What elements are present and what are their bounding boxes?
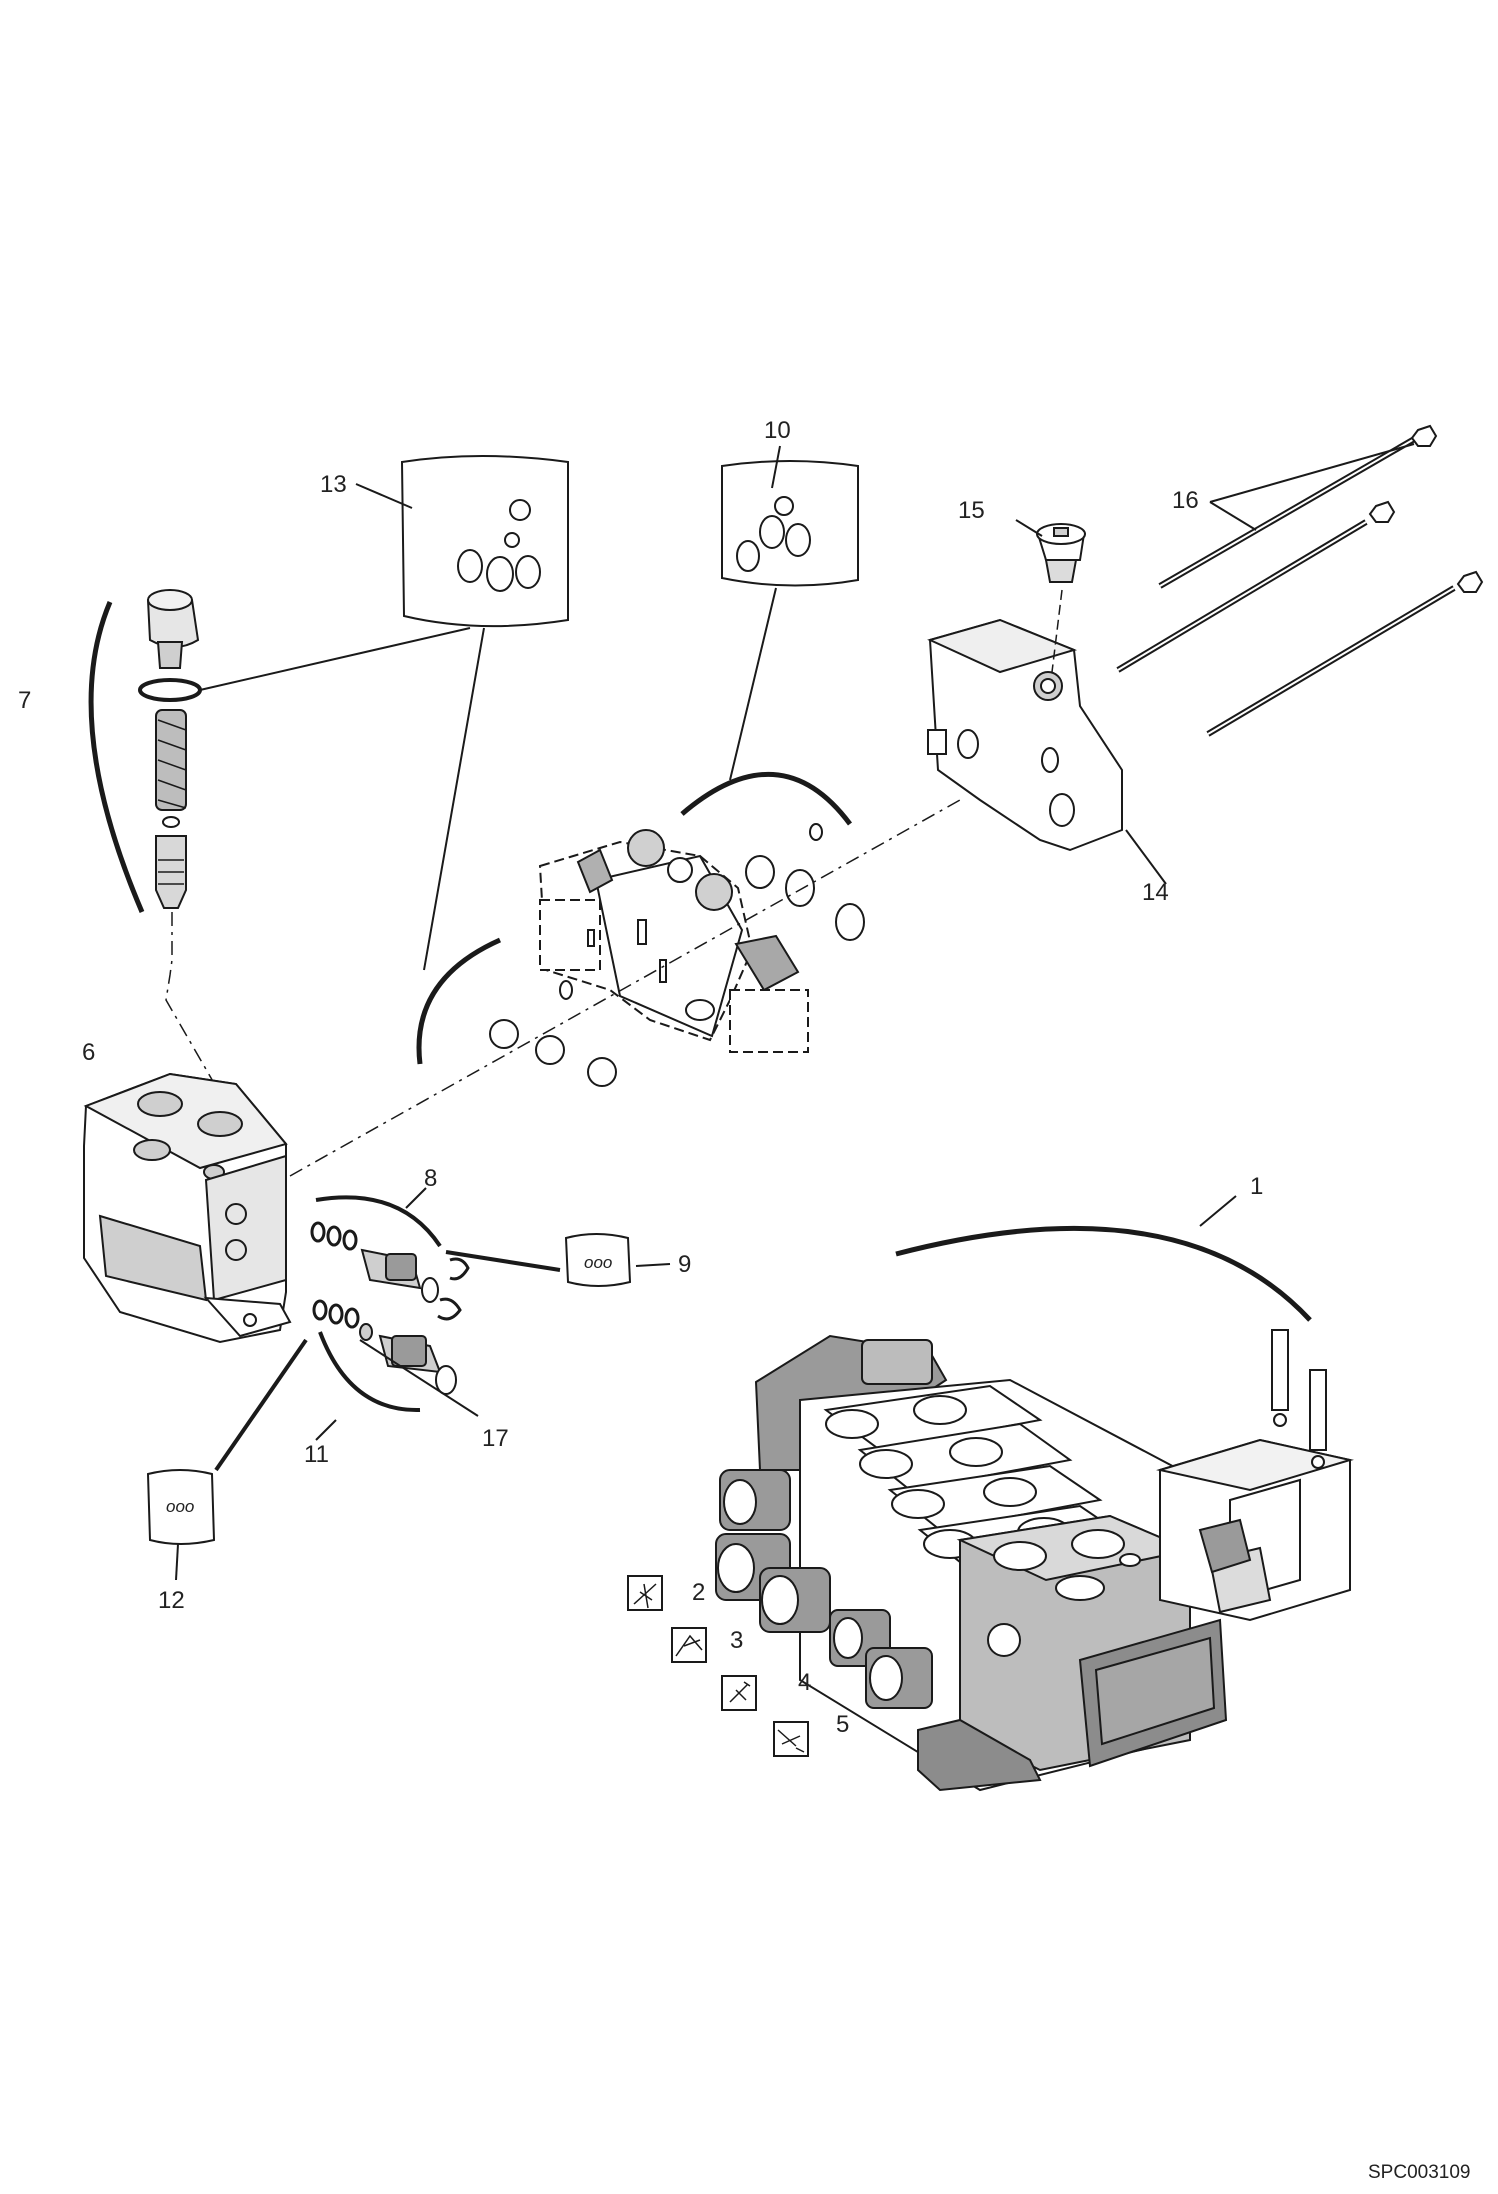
kit-bag-label-9: ooo [584, 1253, 612, 1272]
bracket-arc-10 [680, 771, 853, 826]
bracket-arc-8 [315, 1195, 442, 1248]
leader-13-to-arc [423, 627, 485, 971]
relief-valve-8 [360, 1248, 439, 1303]
end-cover-14 [927, 618, 1123, 852]
callout-labels: 1 2 3 4 5 6 7 8 9 10 11 12 13 14 15 16 1… [18, 417, 1263, 1738]
function-symbol-2 [627, 1575, 663, 1611]
relief-valve-17 [359, 1323, 457, 1395]
function-symbol-3 [671, 1627, 707, 1663]
leader-13-to-oring [199, 627, 471, 691]
seal-kit-bag-13 [400, 455, 569, 628]
leader-16-a [1209, 443, 1415, 503]
dash-line-15 [1051, 589, 1063, 673]
function-symbol-5 [773, 1721, 809, 1757]
bracket-arc-7 [88, 601, 145, 913]
tie-rods-16 [1116, 424, 1484, 737]
seal-rings-center [489, 823, 865, 1087]
callout-12: 12 [158, 1587, 185, 1614]
leader-8 [405, 1187, 427, 1209]
retaining-clip-8 [437, 1257, 470, 1321]
valve-assembly-1 [715, 1329, 1354, 1792]
leader-9 [635, 1263, 671, 1267]
inlet-section-6 [83, 1072, 292, 1344]
function-symbol-4 [721, 1675, 757, 1711]
callout-1: 1 [1250, 1173, 1263, 1200]
seal-kit-bag-9 [564, 1233, 632, 1287]
callout-2: 2 [692, 1579, 705, 1606]
leader-15 [1015, 519, 1043, 537]
reference-code: SPC003109 [1368, 2162, 1470, 2183]
callout-14: 14 [1142, 879, 1169, 906]
leader-13-label [355, 483, 413, 509]
callout-4: 4 [798, 1669, 811, 1696]
leader-10-label [771, 445, 781, 489]
leader-1 [1199, 1195, 1237, 1227]
callout-16: 16 [1172, 487, 1199, 514]
leader-8-to-9 [445, 1250, 561, 1272]
callout-6: 6 [82, 1039, 95, 1066]
assembly-axis-line [289, 799, 961, 1177]
plug-15 [1036, 523, 1086, 583]
callout-10: 10 [764, 417, 791, 444]
callout-15: 15 [958, 497, 985, 524]
seal-kit-bag-10 [721, 460, 859, 587]
bracket-arc-1 [895, 1225, 1312, 1322]
bracket-arc-13 [416, 937, 502, 1065]
valve-insert-7 [138, 589, 202, 909]
seal-kit-bag-12 [146, 1469, 216, 1545]
callout-9: 9 [678, 1251, 691, 1278]
leader-10-to-arc [729, 587, 777, 781]
callout-7: 7 [18, 687, 31, 714]
kit-bag-label-12: ooo [166, 1497, 194, 1516]
leader-11-to-12 [214, 1338, 308, 1472]
orings-8 [310, 1221, 358, 1251]
callout-11: 11 [304, 1441, 329, 1468]
callout-13: 13 [320, 471, 347, 498]
leader-16-b [1209, 501, 1257, 531]
leader-12 [175, 1543, 179, 1581]
callout-3: 3 [730, 1627, 743, 1654]
leader-17 [359, 1339, 479, 1417]
valve-section-center [538, 829, 809, 1053]
callout-17: 17 [482, 1425, 509, 1452]
leader-14 [1125, 829, 1167, 885]
callout-5: 5 [836, 1711, 849, 1738]
bracket-arc-11 [318, 1331, 421, 1413]
callout-8: 8 [424, 1165, 437, 1192]
dash-line-7-to-6 [165, 912, 219, 1091]
leader-11 [315, 1419, 337, 1441]
orings-11 [312, 1299, 360, 1329]
